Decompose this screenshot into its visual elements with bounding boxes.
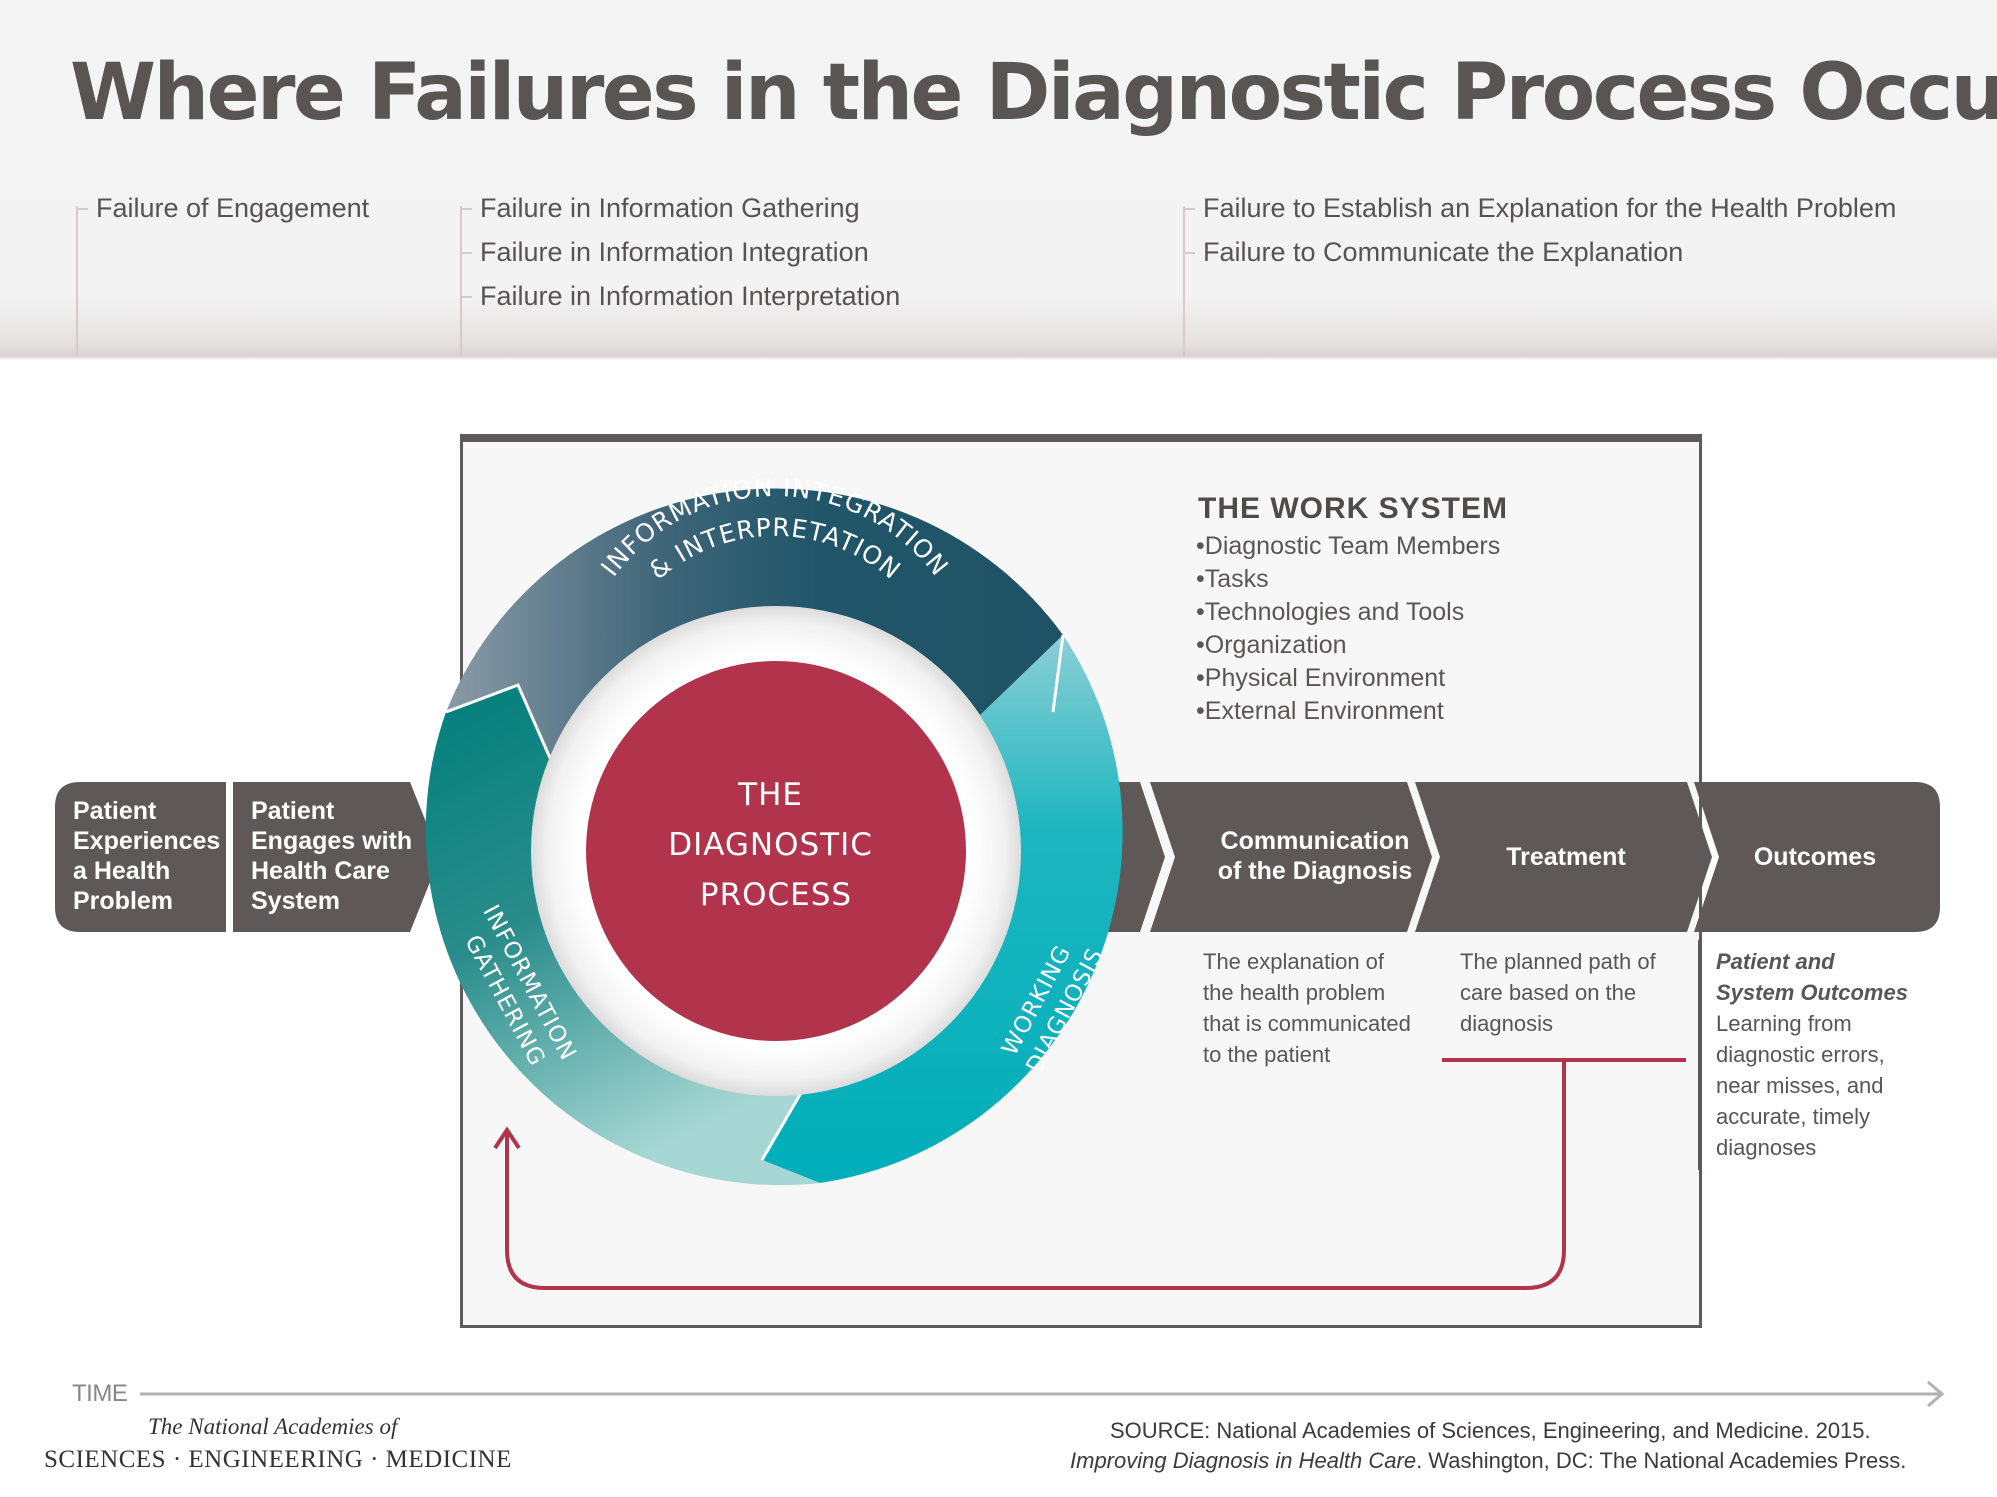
work-system-item: Physical Environment — [1196, 662, 1500, 695]
center-label-line: THE — [737, 777, 803, 813]
desc-line: the health problem — [1203, 980, 1386, 1005]
label-line: Communication — [1220, 827, 1410, 855]
label-line: System — [251, 887, 340, 915]
treatment-description: The planned path of care based on the di… — [1460, 946, 1656, 1039]
source-citation-line2: Improving Diagnosis in Health Care. Wash… — [1070, 1448, 1906, 1474]
label-line: Problem — [73, 887, 174, 915]
communication-description: The explanation of the health problem th… — [1203, 946, 1411, 1070]
failure-column-explanation: Failure to Establish an Explanation for … — [1183, 192, 1896, 356]
center-label-line: PROCESS — [700, 877, 852, 913]
header-band — [0, 0, 1997, 360]
flow-step-experiences-label: Patient Experiences a Health Problem — [73, 796, 220, 916]
desc-line: to the patient — [1203, 1042, 1331, 1067]
desc-line: near misses, and — [1716, 1073, 1884, 1098]
failure-item: Failure in Information Integration — [460, 236, 900, 280]
failure-column-information: Failure in Information Gathering Failure… — [460, 192, 900, 356]
desc-line: The planned path of — [1460, 949, 1656, 974]
time-arrow-head-icon — [1927, 1380, 1945, 1408]
segment-divider — [1051, 634, 1065, 713]
outcomes-description: Patient and System Outcomes Learning fro… — [1716, 946, 1908, 1163]
failure-item: Failure in Information Interpretation — [460, 280, 900, 324]
work-system-item: Tasks — [1196, 563, 1500, 596]
flow-step-treatment-label: Treatment — [1506, 843, 1626, 871]
work-system-item: Organization — [1196, 629, 1500, 662]
failure-item: Failure to Communicate the Explanation — [1183, 236, 1896, 280]
label-line: Engages with — [251, 827, 413, 855]
center-label-line: DIAGNOSTIC — [668, 827, 873, 863]
work-system-title: THE WORK SYSTEM — [1198, 492, 1509, 525]
work-system-item: External Environment — [1196, 695, 1500, 728]
failure-item: Failure of Engagement — [76, 192, 369, 236]
failure-item: Failure in Information Gathering — [460, 192, 900, 236]
bracket-line — [1183, 206, 1185, 356]
flow-step-communication-label: Communication of the Diagnosis — [1175, 826, 1455, 886]
failure-column-engagement: Failure of Engagement — [76, 192, 369, 356]
desc-heading-line: System Outcomes — [1716, 980, 1908, 1005]
diagnostic-process-circle — [586, 661, 966, 1041]
feedback-loop-line — [505, 1060, 1566, 1290]
page-title: Where Failures in the Diagnostic Process… — [70, 48, 1997, 138]
label-line: Patient — [251, 797, 335, 825]
nas-logo-line2: SCIENCES · ENGINEERING · MEDICINE — [44, 1446, 512, 1473]
source-citation-line1: SOURCE: National Academies of Sciences, … — [1110, 1418, 1871, 1443]
time-axis-label: TIME — [72, 1380, 128, 1407]
work-system-item: Diagnostic Team Members — [1196, 530, 1500, 563]
label-line: of the Diagnosis — [1217, 857, 1413, 885]
desc-line: diagnostic errors, — [1716, 1042, 1885, 1067]
bracket-line — [460, 206, 462, 356]
desc-line: The explanation of — [1203, 949, 1385, 974]
desc-line: diagnosis — [1460, 1011, 1553, 1036]
segment-divider — [445, 683, 552, 759]
desc-heading-line: Patient and — [1716, 949, 1835, 974]
nas-logo-line1: The National Academies of — [148, 1414, 398, 1439]
feedback-arrow-head-icon — [493, 1126, 521, 1150]
flow-step-outcomes-shape — [1694, 782, 1940, 932]
flow-step-engages-label: Patient Engages with Health Care System — [251, 796, 412, 916]
flow-step-experiences-shape — [55, 782, 226, 932]
flow-step-engages-shape — [233, 782, 440, 932]
source-publisher: . Washington, DC: The National Academies… — [1416, 1448, 1907, 1473]
source-book-title: Improving Diagnosis in Health Care — [1070, 1448, 1417, 1473]
work-system-list: Diagnostic Team Members Tasks Technologi… — [1196, 530, 1500, 728]
desc-line: diagnoses — [1716, 1135, 1817, 1160]
cycle-segment-integration — [446, 488, 1063, 758]
label-line: Patient — [73, 797, 157, 825]
desc-line: accurate, timely — [1716, 1104, 1871, 1129]
svg-text:THE DIAGNOSTIC PROCESS: THE DIAGNOSTIC PROCESS — [668, 777, 884, 913]
flow-step-outcomes-label: Outcomes — [1753, 843, 1877, 871]
label-line: Health Care — [251, 857, 390, 885]
bracket-line — [76, 206, 78, 356]
failure-item: Failure to Establish an Explanation for … — [1183, 192, 1896, 236]
desc-line: Learning from — [1716, 1011, 1852, 1036]
desc-line: care based on the — [1460, 980, 1637, 1005]
desc-line: that is communicated — [1203, 1011, 1411, 1036]
work-system-item: Technologies and Tools — [1196, 596, 1500, 629]
flow-step-treatment-shape — [1415, 782, 1712, 932]
label-line: Experiences — [73, 827, 221, 855]
flow-step-communication-shape — [1150, 782, 1432, 932]
label-line: a Health — [73, 857, 171, 885]
